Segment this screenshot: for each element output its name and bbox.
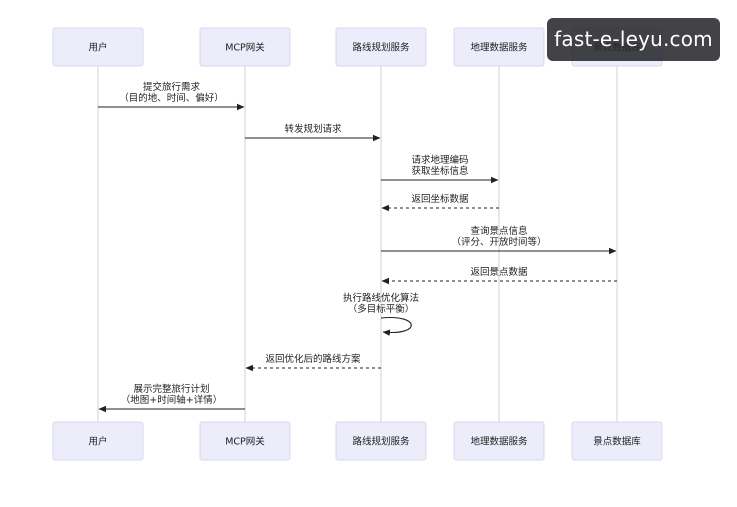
- actor-label: 用户: [88, 436, 107, 448]
- actor-label: MCP网关: [225, 436, 265, 448]
- actor-user-top: 用户: [52, 27, 144, 67]
- actor-user-bottom: 用户: [52, 421, 144, 461]
- actor-box: [199, 421, 291, 461]
- actor-label: 地理数据服务: [470, 42, 528, 54]
- message-2: 转发规划请求: [245, 123, 381, 142]
- actor-box: [52, 27, 144, 67]
- actor-geo-bottom: 地理数据服务: [453, 421, 545, 461]
- message-5: 查询景点信息（评分、开放时间等）: [381, 225, 617, 255]
- actor-label: 路线规划服务: [352, 436, 410, 448]
- message-label: 请求地理编码: [411, 154, 468, 166]
- message-label: 执行路线优化算法: [343, 292, 419, 304]
- message-7: 执行路线优化算法（多目标平衡）: [343, 292, 419, 336]
- message-8: 返回优化后的路线方案: [245, 353, 381, 372]
- actor-label: MCP网关: [225, 42, 265, 54]
- self-call-arrow: [380, 316, 412, 336]
- actor-label: 景点数据库: [593, 436, 641, 448]
- message-label: 获取坐标信息: [411, 165, 468, 177]
- actor-box: [335, 421, 427, 461]
- message-label: （目的地、时间、偏好）: [119, 92, 224, 104]
- actor-box: [52, 421, 144, 461]
- actor-label: 路线规划服务: [352, 42, 410, 54]
- message-4: 返回坐标数据: [381, 193, 499, 212]
- message-label: （地图+时间轴+详情）: [121, 394, 222, 406]
- actor-geo-top: 地理数据服务: [453, 27, 545, 67]
- message-6: 返回景点数据: [381, 266, 617, 285]
- actor-label: 用户: [88, 42, 107, 54]
- actor-box: [335, 27, 427, 67]
- message-label: 返回景点数据: [470, 266, 528, 278]
- message-label: 提交旅行需求: [143, 81, 201, 93]
- actor-box: [571, 421, 663, 461]
- message-1: 提交旅行需求（目的地、时间、偏好）: [98, 81, 245, 111]
- actor-box: [453, 27, 545, 67]
- message-label: 转发规划请求: [284, 123, 342, 135]
- actor-gateway-top: MCP网关: [199, 27, 291, 67]
- message-label: 返回坐标数据: [411, 193, 469, 205]
- message-label: 返回优化后的路线方案: [265, 353, 361, 365]
- message-label: 展示完整旅行计划: [133, 383, 209, 395]
- watermark-badge: fast-e-leyu.com: [547, 18, 720, 61]
- actor-poi-bottom: 景点数据库: [571, 421, 663, 461]
- message-label: （多目标平衡）: [348, 303, 415, 315]
- message-9: 展示完整旅行计划（地图+时间轴+详情）: [98, 383, 245, 413]
- message-label: （评分、开放时间等）: [451, 236, 546, 248]
- actor-gateway-bottom: MCP网关: [199, 421, 291, 461]
- message-label: 查询景点信息: [470, 225, 527, 237]
- actor-route-bottom: 路线规划服务: [335, 421, 427, 461]
- actor-box: [453, 421, 545, 461]
- actor-label: 地理数据服务: [470, 436, 528, 448]
- actor-box: [199, 27, 291, 67]
- actor-route-top: 路线规划服务: [335, 27, 427, 67]
